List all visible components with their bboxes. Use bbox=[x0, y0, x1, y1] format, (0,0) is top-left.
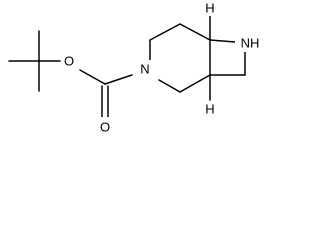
atom-label-layer: N O O NH H H bbox=[61, 0, 263, 135]
label-backdrop-o-carbonyl bbox=[97, 117, 113, 135]
bond-ring-c2-to-c3 bbox=[149, 23, 181, 41]
atom-label-h-bottom: H bbox=[205, 101, 214, 116]
label-backdrop-h-top bbox=[204, 1, 216, 16]
label-backdrop-n-azetidine bbox=[235, 34, 263, 52]
bond-ring-c3-to-c4 bbox=[179, 23, 211, 41]
atom-label-h-top: H bbox=[205, 0, 214, 15]
bond-ring-c6-to-n bbox=[158, 79, 181, 93]
molecule-drawing: N O O NH H H bbox=[8, 0, 263, 135]
label-backdrop-h-bottom bbox=[204, 101, 216, 116]
atom-label-n-azetidine: NH bbox=[241, 35, 260, 50]
atom-label-o-ester: O bbox=[64, 53, 74, 68]
label-backdrop-o-ester bbox=[61, 52, 77, 70]
structure-canvas: N O O NH H H bbox=[8, 0, 263, 135]
bond-carbonyl-to-nitrogen bbox=[104, 74, 133, 85]
bond-ring-c5-to-c6 bbox=[179, 74, 211, 93]
bond-layer bbox=[8, 14, 246, 118]
label-backdrop-n-ring bbox=[137, 60, 153, 78]
bond-azetidine-c-to-n bbox=[209, 39, 236, 43]
atom-label-n-ring: N bbox=[140, 61, 149, 76]
bond-oxygen-to-carbonyl bbox=[79, 69, 106, 85]
atom-label-o-carbonyl: O bbox=[100, 119, 110, 134]
